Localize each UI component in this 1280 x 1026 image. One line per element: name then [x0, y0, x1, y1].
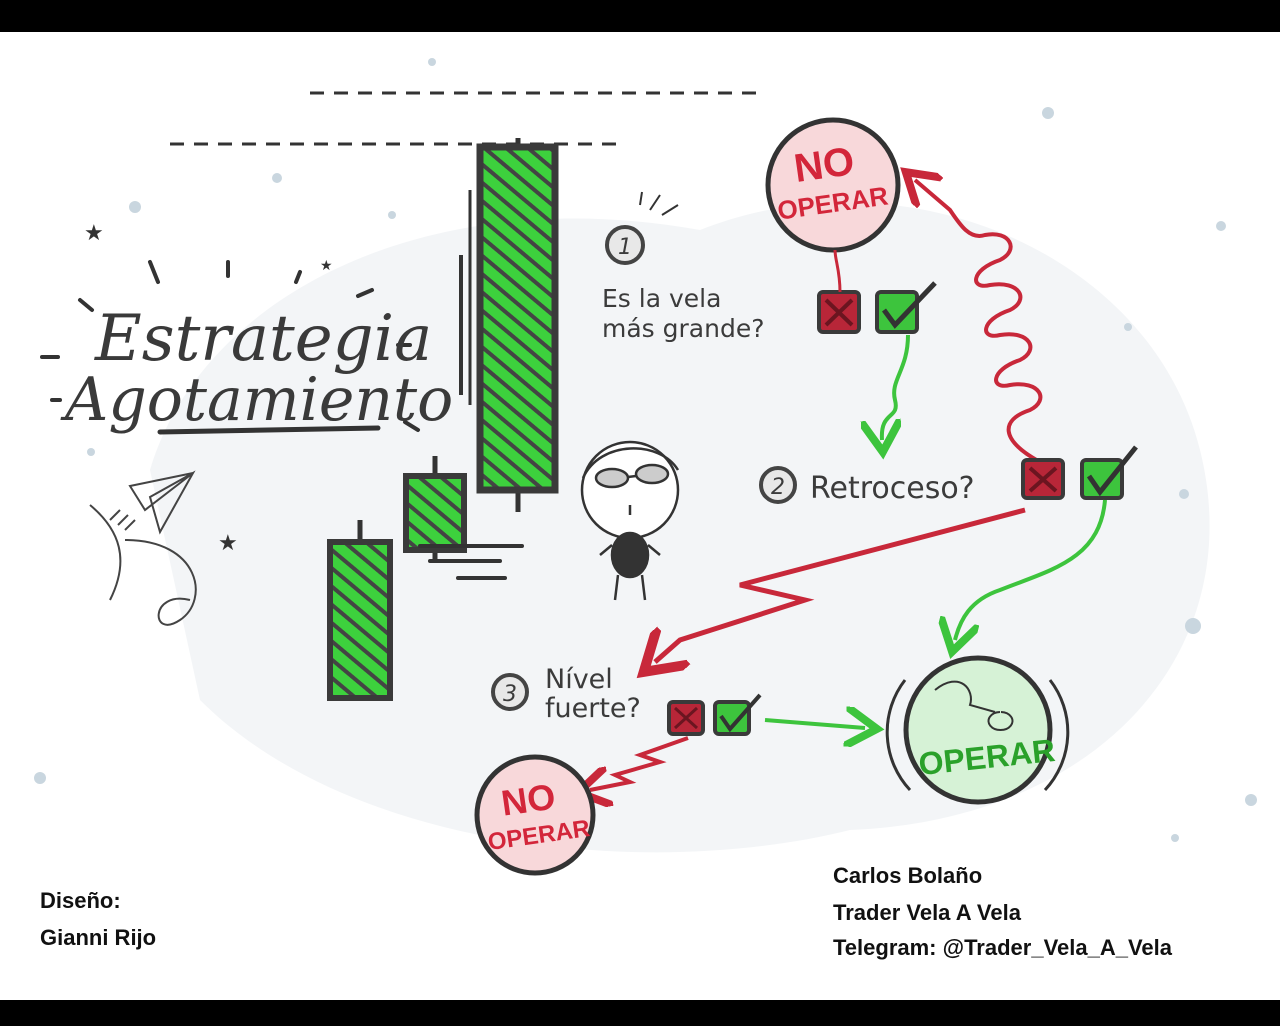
- step-number: 3: [503, 682, 517, 707]
- candle-medium: [403, 473, 467, 553]
- no-operar-badge-top: NO OPERAR: [765, 117, 901, 253]
- step-number: 1: [618, 235, 632, 260]
- check-mark-icon: [881, 281, 937, 329]
- step-number-badge: [491, 673, 529, 711]
- step-question: más grande?: [602, 314, 764, 343]
- yes-arrow: [882, 334, 910, 440]
- author-name: Carlos Bolaño: [833, 863, 982, 888]
- candle-small: [327, 539, 393, 701]
- x-mark-icon: [1028, 466, 1058, 493]
- step-question: Nível: [545, 664, 613, 695]
- ship-wheel-doodle: [934, 680, 1014, 731]
- yes-checkbox[interactable]: [713, 693, 762, 736]
- yes-arrow: [955, 499, 1107, 640]
- character-illustration: [580, 440, 680, 601]
- star-icon: ★ ★ ★: [84, 221, 333, 556]
- step-2: 2 Retroceso?: [759, 466, 975, 506]
- check-mark-icon: [1086, 445, 1138, 497]
- step-question: Retroceso?: [810, 471, 975, 506]
- connector-arrow: [833, 249, 842, 293]
- paper-plane-icon: [89, 470, 197, 626]
- design-label: Diseño:: [40, 888, 121, 913]
- no-checkbox[interactable]: [667, 700, 705, 736]
- title-decoration: [40, 260, 420, 435]
- svg-text:★: ★: [320, 258, 333, 274]
- no-operar-badge-bottom: NO OPERAR: [474, 754, 596, 876]
- no-arrow: [915, 180, 1043, 464]
- yes-arrow: [764, 720, 865, 728]
- brand-name: Trader Vela A Vela: [833, 900, 1022, 925]
- svg-text:NO: NO: [791, 139, 857, 191]
- step-number-badge: [759, 466, 797, 504]
- title-line2: Agotamiento: [60, 365, 453, 435]
- candlestick-chart: [327, 138, 559, 701]
- x-mark-icon: [824, 298, 854, 327]
- yes-checkbox[interactable]: [875, 281, 937, 334]
- svg-text:NO: NO: [499, 776, 558, 824]
- step-number-badge: [605, 225, 645, 265]
- yes-checkbox[interactable]: [1080, 445, 1138, 500]
- no-arrow: [590, 736, 689, 790]
- no-checkbox[interactable]: [1021, 458, 1065, 500]
- designer-name: Gianni Rijo: [40, 925, 156, 950]
- x-mark-icon: [673, 706, 699, 730]
- candle-large: [476, 143, 559, 494]
- no-checkbox[interactable]: [817, 290, 861, 334]
- no-arrow: [655, 507, 1026, 662]
- svg-text:★: ★: [218, 531, 238, 556]
- step-1: 1 Es la vela más grande?: [602, 191, 764, 343]
- step-question: fuerte?: [545, 693, 641, 724]
- step-number: 2: [771, 475, 785, 500]
- title-line1: Estrategia: [94, 302, 432, 376]
- svg-text:★: ★: [84, 221, 104, 246]
- telegram-handle: Telegram: @Trader_Vela_A_Vela: [833, 935, 1173, 960]
- check-mark-icon: [719, 693, 762, 733]
- step-question: Es la vela: [602, 284, 721, 313]
- background-dots: [34, 58, 1257, 842]
- step-3: 3 Nível fuerte?: [491, 664, 641, 724]
- operar-badge: OPERAR: [885, 655, 1070, 805]
